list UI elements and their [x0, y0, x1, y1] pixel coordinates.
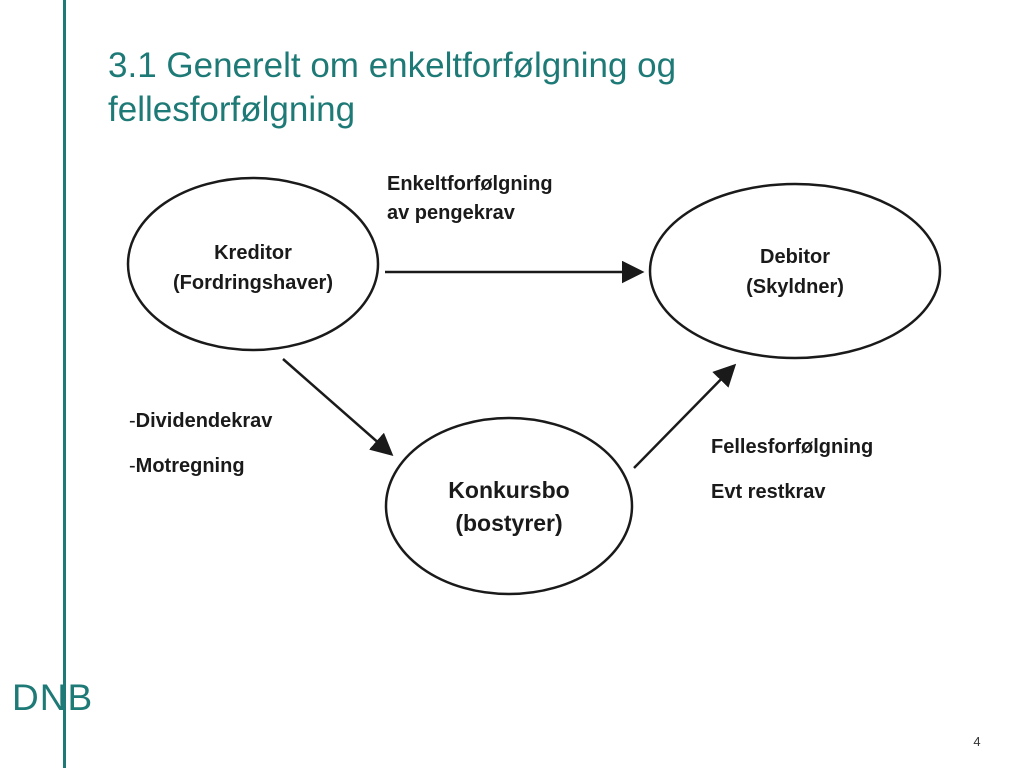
list-dash: -	[129, 410, 136, 432]
kreditor-node-shape	[126, 176, 380, 352]
enkeltforfolgning-annotation: Enkeltforfølgning av pengekrav	[387, 170, 553, 228]
debitor-node-label: Debitor (Skyldner)	[650, 242, 940, 302]
kreditor-name: Kreditor	[214, 242, 292, 264]
dnb-logo: DNB	[12, 677, 94, 718]
list-dash: -	[129, 455, 136, 477]
evt-restkrav-text: Evt restkrav	[711, 481, 826, 503]
page-number: 4	[973, 734, 981, 749]
konkursbo-node-label: Konkursbo (bostyrer)	[386, 474, 632, 540]
konkursbo-role: (bostyrer)	[455, 510, 563, 536]
accent-line	[63, 0, 66, 768]
list-item: -Dividendekrav	[129, 410, 272, 433]
slide-title: 3.1 Generelt om enkeltforfølgning og fel…	[108, 44, 908, 132]
kreditor-claims-list: -Dividendekrav -Motregning	[129, 410, 272, 500]
debitor-role: (Skyldner)	[746, 276, 844, 298]
kreditor-role: (Fordringshaver)	[172, 272, 334, 294]
konkursbo-name: Konkursbo	[448, 477, 570, 503]
slide-title-line-1: 3.1 Generelt om enkeltforfølgning og	[108, 46, 677, 85]
motregning-text: Motregning	[135, 455, 245, 477]
arrow-kreditor-to-konkursbo	[282, 358, 394, 456]
enkeltforfolgning-line-1: Enkeltforfølgning	[387, 173, 553, 195]
fellesforfolgning-text: Fellesforfølgning	[711, 436, 874, 458]
kreditor-node-label: Kreditor (Fordringshaver)	[128, 238, 378, 298]
arrow-konkursbo-to-debitor	[633, 363, 737, 469]
dividendekrav-text: Dividendekrav	[135, 410, 273, 432]
fellesforfolgning-annotation: Fellesforfølgning Evt restkrav	[711, 436, 873, 526]
konkursbo-node-shape	[384, 416, 634, 596]
debitor-name: Debitor	[760, 246, 830, 268]
debitor-node-shape	[648, 182, 942, 360]
enkeltforfolgning-line-2: av pengekrav	[387, 202, 515, 224]
slide-title-line-2: fellesforfølgning	[108, 90, 356, 129]
list-item: -Motregning	[129, 455, 272, 478]
